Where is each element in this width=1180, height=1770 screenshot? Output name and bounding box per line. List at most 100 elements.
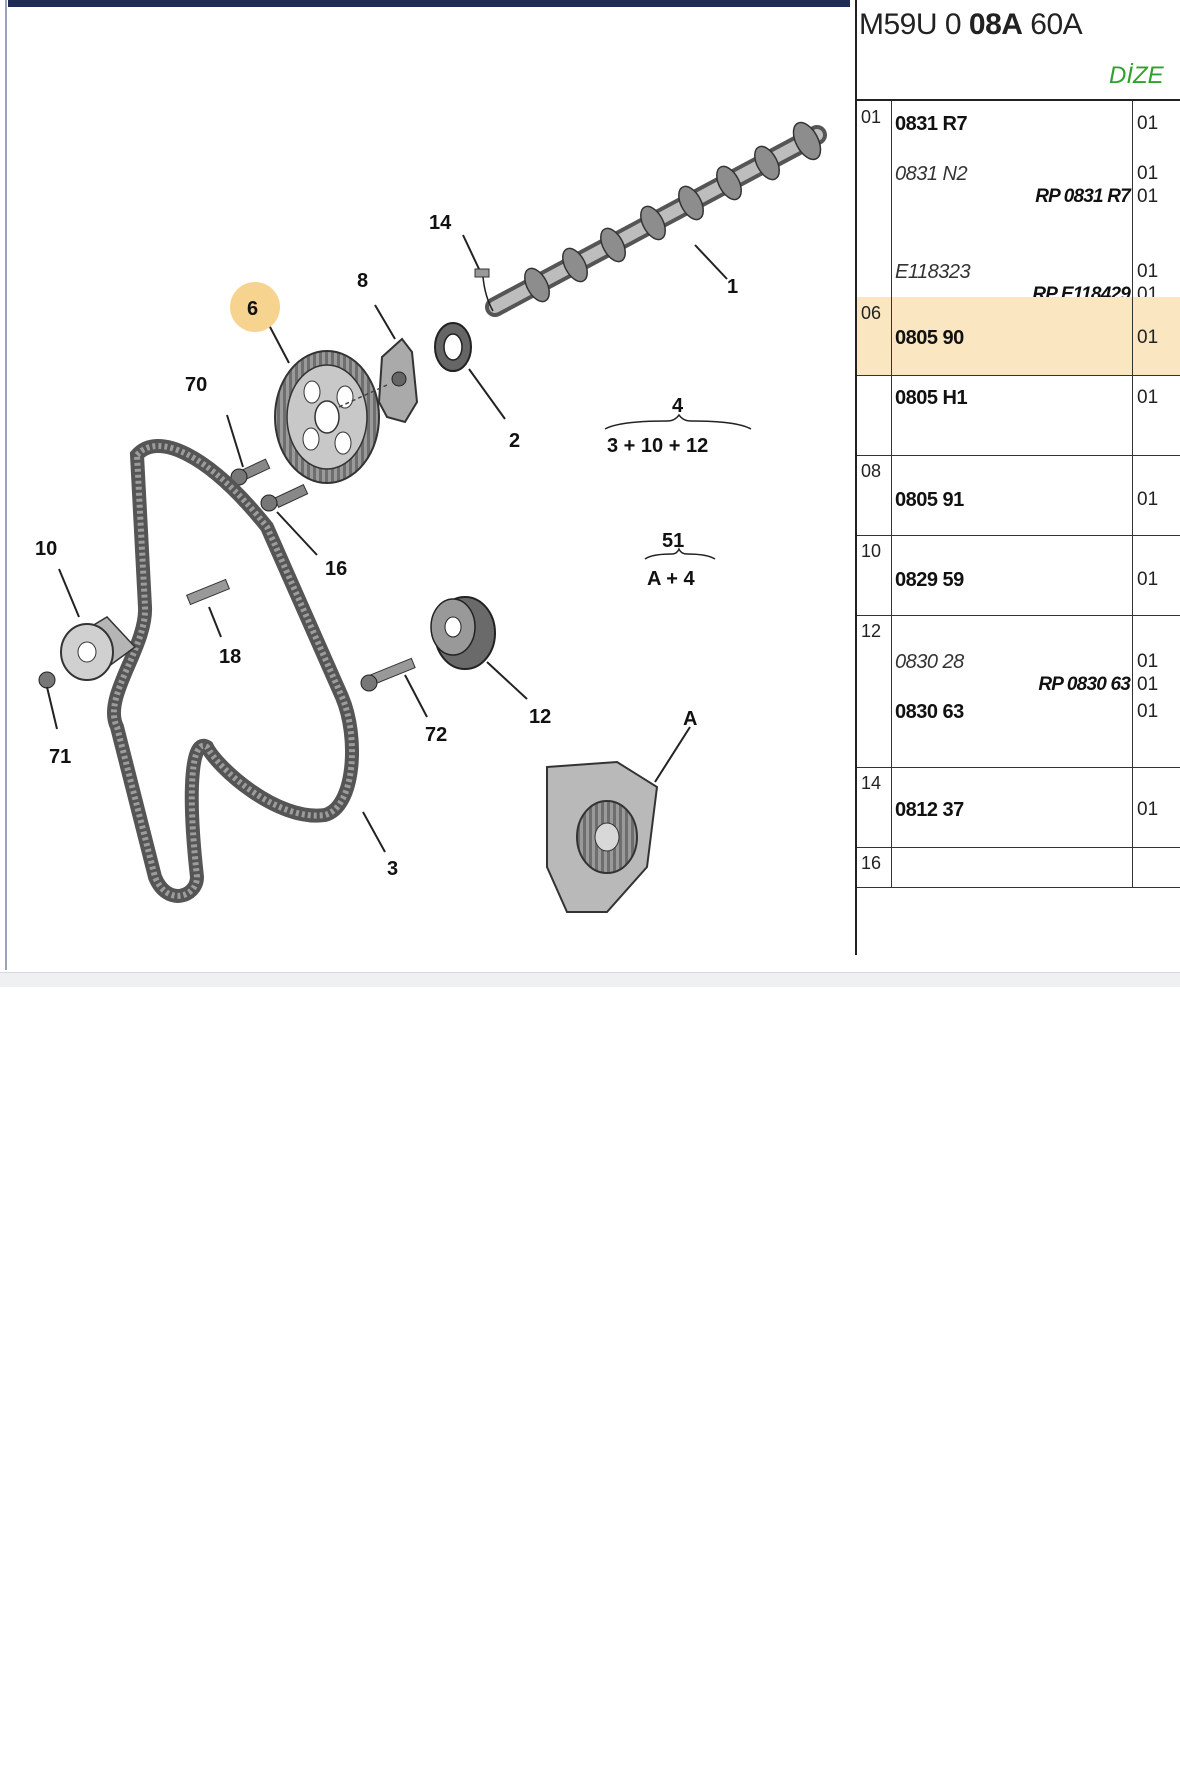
group-number: 01 (861, 107, 882, 127)
part-number[interactable]: E118323 (895, 261, 971, 283)
header-code: M59U 0 08A 60A (859, 8, 1083, 41)
part-number[interactable]: 0829 59 (895, 569, 964, 591)
pin-14[interactable] (462, 234, 494, 312)
timing-belt[interactable] (107, 439, 386, 903)
bolt-71[interactable] (38, 671, 58, 730)
label-8: 8 (357, 270, 368, 292)
label-A: A (683, 708, 697, 730)
column-divider (1132, 615, 1133, 767)
kit-4-brace (604, 413, 752, 430)
group-number: 08 (861, 461, 882, 481)
column-divider (891, 375, 892, 455)
group-number: 14 (861, 773, 882, 793)
hub-plate[interactable] (374, 304, 419, 424)
water-pump[interactable] (546, 726, 691, 913)
column-divider (891, 455, 892, 535)
label-3: 3 (387, 858, 398, 880)
quantity: 01 (1137, 674, 1159, 695)
column-divider (891, 767, 892, 847)
bolt-72[interactable] (360, 657, 428, 718)
kit-51-brace (644, 546, 716, 560)
quantity: 01 (1137, 113, 1159, 134)
column-divider (1132, 101, 1133, 297)
label-4: 4 (672, 395, 684, 417)
top-bar (8, 0, 850, 7)
stud-18[interactable] (186, 578, 230, 638)
part-number[interactable]: 0830 28 (895, 651, 964, 673)
replacement-part-number[interactable]: RP 0830 63 (1038, 674, 1130, 695)
parts-diagram: 1 2 3 4 3 + 10 + 12 6 8 10 12 14 16 18 5… (35, 118, 827, 913)
quantity: 01 (1137, 387, 1159, 408)
quantity: 01 (1137, 163, 1159, 184)
camshaft[interactable] (485, 118, 827, 317)
group-08: 08 0805 91 01 (857, 455, 1180, 536)
highlight-marker (230, 282, 280, 332)
bolt-70[interactable] (226, 414, 271, 486)
column-divider (891, 297, 892, 375)
camshaft-sprocket[interactable] (268, 324, 388, 484)
quantity: 01 (1137, 489, 1159, 510)
quantity: 01 (1137, 327, 1159, 348)
label-72: 72 (425, 724, 447, 746)
column-divider (891, 535, 892, 615)
tensioner-roller[interactable] (430, 596, 528, 700)
group-cont-2: 0805 H1 01 (857, 375, 1180, 456)
label-1: 1 (727, 276, 738, 298)
column-divider (891, 847, 892, 887)
left-border (5, 0, 7, 970)
label-70: 70 (185, 374, 207, 396)
column-divider (891, 615, 892, 767)
quantity: 01 (1137, 799, 1159, 820)
header-divider (855, 99, 1180, 101)
label-51: 51 (662, 530, 684, 552)
idler-roller[interactable] (58, 568, 137, 681)
column-divider (1132, 455, 1133, 535)
quantity: 01 (1137, 651, 1159, 672)
column-divider (891, 101, 892, 297)
group-16: 16 (857, 847, 1180, 888)
column-divider (1132, 847, 1133, 887)
group-10: 10 0829 59 01 (857, 535, 1180, 616)
replacement-part-number[interactable]: RP 0831 R7 (1035, 186, 1131, 207)
label-14: 14 (429, 212, 452, 234)
quantity: 01 (1137, 261, 1159, 282)
part-number[interactable]: 0812 37 (895, 799, 964, 821)
quantity: 01 (1137, 701, 1159, 722)
part-number[interactable]: 0830 63 (895, 701, 964, 723)
part-number[interactable]: 0805 90 (895, 327, 964, 349)
label-kit4-parts: 3 + 10 + 12 (607, 435, 708, 457)
bolt-16[interactable] (260, 484, 318, 556)
group-number: 10 (861, 541, 882, 561)
panel-divider (855, 0, 857, 955)
column-divider (1132, 297, 1133, 375)
group-number: 06 (861, 303, 882, 323)
group-number: 12 (861, 621, 882, 641)
screen: 1 2 3 4 3 + 10 + 12 6 8 10 12 14 16 18 5… (0, 0, 1180, 987)
group-number: 16 (861, 853, 882, 873)
part-number[interactable]: 0831 R7 (895, 113, 968, 135)
group-06: 06 0805 90 01 (857, 297, 1180, 376)
part-number[interactable]: 0831 N2 (895, 163, 968, 185)
label-12: 12 (529, 706, 551, 728)
part-number[interactable]: 0805 91 (895, 489, 964, 511)
column-divider (1132, 767, 1133, 847)
column-divider (1132, 535, 1133, 615)
label-18: 18 (219, 646, 241, 668)
label-6: 6 (247, 298, 258, 320)
column-divider (1132, 375, 1133, 455)
label-16: 16 (325, 558, 347, 580)
oil-seal[interactable] (434, 322, 506, 420)
label-71: 71 (49, 746, 71, 768)
quantity: 01 (1137, 569, 1159, 590)
label-10: 10 (35, 538, 57, 560)
group-12: 12 0830 28 01 RP 0830 63 01 0830 63 01 (857, 615, 1180, 768)
group-14: 14 0812 37 01 (857, 767, 1180, 848)
language-label: DİZE (1109, 62, 1164, 89)
quantity: 01 (1137, 186, 1159, 207)
bottom-strip (0, 972, 1180, 987)
label-2: 2 (509, 430, 520, 452)
part-number[interactable]: 0805 H1 (895, 387, 968, 409)
label-kit51-parts: A + 4 (647, 568, 695, 590)
